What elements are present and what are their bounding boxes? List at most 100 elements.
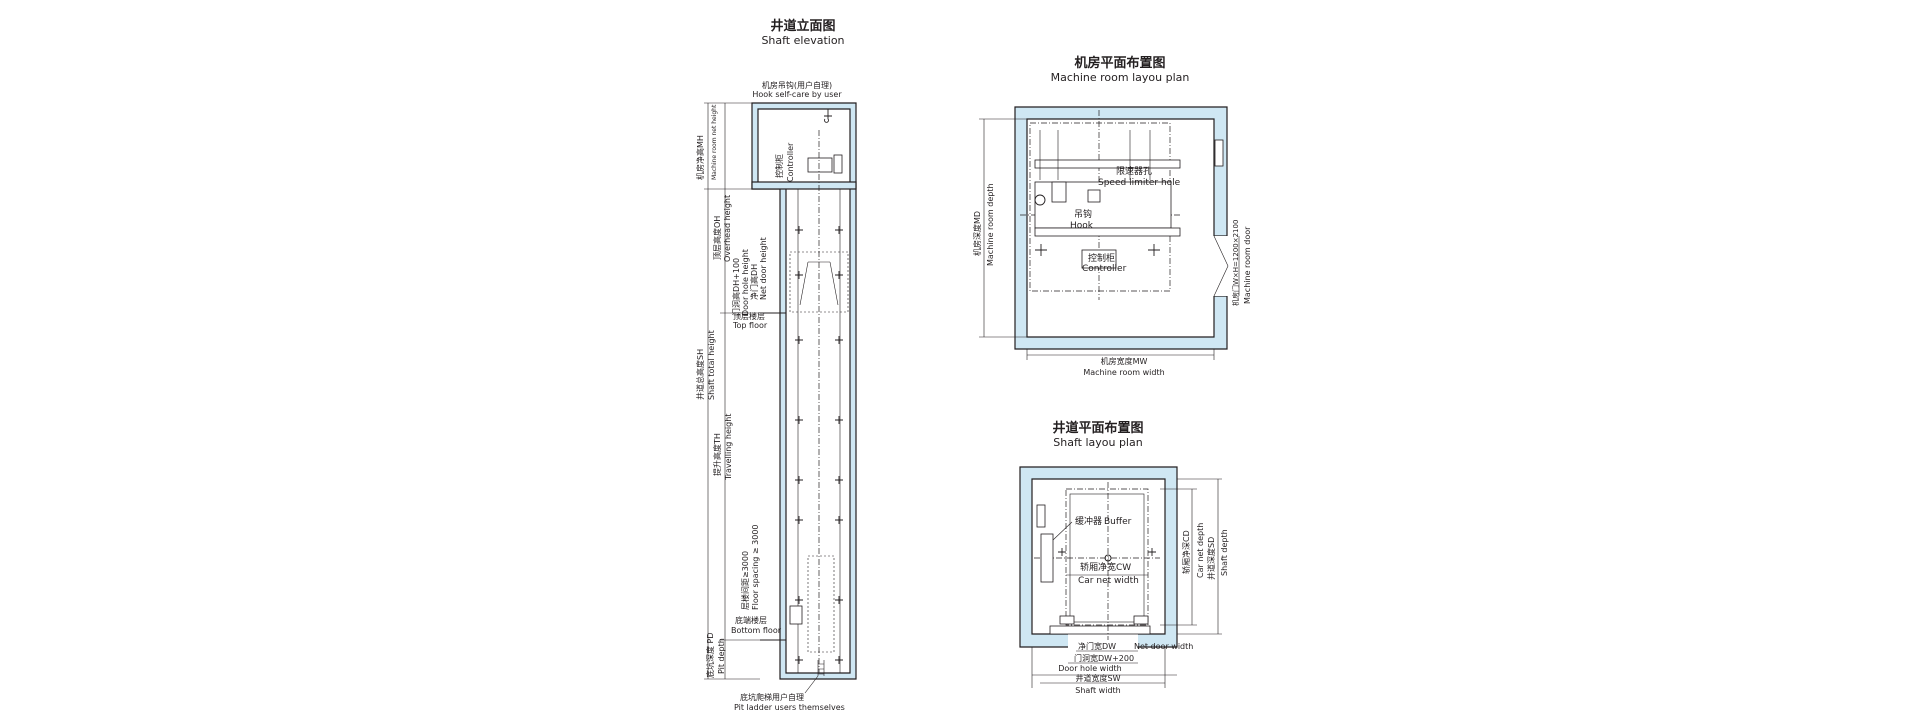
md-en: Machine room depth xyxy=(986,183,995,266)
car-sling xyxy=(799,261,839,306)
mr-hook-en: Hook xyxy=(1070,221,1094,231)
machine-room-floor-slab xyxy=(751,181,857,190)
sh-en: Shaft total height xyxy=(707,330,716,400)
speed-limiter-box xyxy=(1051,181,1067,203)
car-door-left xyxy=(1059,615,1075,625)
th-cn: 提升高度TH xyxy=(712,433,722,476)
anchor-left xyxy=(1035,244,1047,256)
shaft-plan-walls xyxy=(1019,466,1178,648)
sd-en: Shaft depth xyxy=(1220,529,1229,576)
pd-en: Pit depth xyxy=(717,638,726,674)
mr-hook-cn: 吊钩 xyxy=(1074,208,1092,220)
elevation-dimensions xyxy=(704,102,760,680)
top-floor-en: Top floor xyxy=(732,321,768,330)
mh-cn: 机房净高MH xyxy=(695,135,705,180)
mw-cn: 机房宽度MW xyxy=(1101,356,1148,366)
door-sill xyxy=(1049,625,1151,635)
motor-box xyxy=(833,154,843,174)
car-rail-left xyxy=(1058,548,1066,556)
counterweight xyxy=(1040,533,1054,583)
car-door-right xyxy=(1133,615,1149,625)
car-bottom-position xyxy=(807,555,835,653)
speed-limiter-en: Speed limiter hole xyxy=(1098,178,1181,188)
shaft-plan-title-en: Shaft layou plan xyxy=(1053,436,1142,449)
car-center-mark xyxy=(1104,554,1112,562)
buffer-leader xyxy=(1052,521,1073,541)
car-rail-right xyxy=(1148,548,1156,556)
elevation-controller-cn: 控制柜 xyxy=(774,154,784,178)
elevation-title-cn: 井道立面图 xyxy=(770,18,835,34)
machine-room-plan: 机房平面布置图 Machine room layou plan 限速器孔 Spe… xyxy=(972,55,1252,377)
shaft-plan-right-dims xyxy=(1160,478,1222,635)
elevation-title-en: Shaft elevation xyxy=(761,34,844,47)
th-en: Travelling height xyxy=(724,414,733,481)
bottom-floor-en: Bottom floor xyxy=(731,626,782,635)
mr-controller-cn: 控制柜 xyxy=(1088,252,1115,264)
mr-controller-box xyxy=(1081,249,1117,269)
hook-label-en: Hook self-care by user xyxy=(752,90,842,99)
machine-room-title-en: Machine room layou plan xyxy=(1051,71,1190,84)
bottom-floor-cn: 底端楼层 xyxy=(735,615,767,625)
floor-spacing-cn: 层楼间距≥3000 xyxy=(740,551,750,610)
sw-en: Shaft width xyxy=(1075,686,1120,695)
shaft-elevation: 井道立面图 Shaft elevation 机房吊钩(用户自理) Hook se… xyxy=(695,18,857,712)
sw-cn: 井道宽度SW xyxy=(1076,673,1121,683)
speed-limiter-hole xyxy=(1034,194,1046,206)
doorhole-en: Door hole width xyxy=(1058,664,1121,673)
pit-ladder-leader xyxy=(804,675,819,694)
vent-icon xyxy=(1214,139,1224,167)
buffer-en: Buffer xyxy=(1104,517,1132,527)
machine-room-title-cn: 机房平面布置图 xyxy=(1074,55,1165,71)
machine-room-door-swing xyxy=(1213,235,1229,297)
cd-en: Car net depth xyxy=(1196,523,1205,578)
car-top-position xyxy=(789,251,849,313)
net-door-en: Net door height xyxy=(759,237,768,300)
floor-spacing-en: Floor spacing ≥ 3000 xyxy=(751,524,760,610)
anchor-right xyxy=(1148,244,1160,256)
mr-dimensions xyxy=(979,118,1240,360)
hook-icon xyxy=(824,109,832,123)
sh-cn: 井道总高度SH xyxy=(695,349,705,400)
dw-cn: 净门宽DW xyxy=(1078,641,1116,651)
pit-ladder xyxy=(817,660,825,676)
door-hole-en: Door hole height xyxy=(741,249,750,316)
dw-en: Net door width xyxy=(1134,642,1193,651)
cw-cn: 轿厢净宽CW xyxy=(1080,561,1131,573)
mr-controller-en: Controller xyxy=(1082,264,1127,274)
doorhole-cn: 门洞宽DW+200 xyxy=(1074,653,1134,663)
speed-limiter-cn: 限速器孔 xyxy=(1116,166,1152,177)
mr-door-en: Machine room door xyxy=(1243,226,1252,304)
beam-top xyxy=(1034,159,1181,169)
mw-en: Machine room width xyxy=(1083,368,1164,377)
mr-rails xyxy=(1039,130,1151,180)
top-floor-cn: 顶层楼层 xyxy=(733,311,765,321)
buffer-cn: 缓冲器 xyxy=(1075,515,1102,527)
mh-en: Machine room net height xyxy=(711,104,718,180)
shaft-door-gap xyxy=(1068,633,1138,648)
mr-door-cn: 机房门W×H=1200×2100 xyxy=(1231,220,1240,306)
shaft-plan: 井道平面布置图 Shaft layou plan 缓冲器 Buffer 轿厢净宽… xyxy=(1019,420,1229,695)
shaft-plan-title-cn: 井道平面布置图 xyxy=(1052,420,1143,436)
net-door-cn: 净门高DH xyxy=(749,264,759,300)
door-hole-cn: 门洞高DH+100 xyxy=(731,258,741,316)
sd-cn: 井道深度SD xyxy=(1206,537,1216,580)
car-outline xyxy=(1065,488,1149,626)
cd-cn: 轿厢净深CD xyxy=(1181,530,1191,574)
buffer-box xyxy=(789,605,803,625)
machine-room-door-gap xyxy=(1213,236,1228,296)
elevation-controller-en: Controller xyxy=(786,142,795,182)
md-cn: 机房深度MD xyxy=(972,211,982,256)
cw-en: Car net width xyxy=(1078,576,1139,586)
pit-ladder-cn: 底坑爬梯用户自理 xyxy=(740,692,804,702)
pit-ladder-en: Pit ladder users themselves xyxy=(734,703,845,712)
shaft-plan-bottom-dims xyxy=(1031,647,1177,688)
pd-cn: 底坑深度 PD xyxy=(705,632,715,678)
hook-label-cn: 机房吊钩(用户自理) xyxy=(762,80,832,90)
hook-box xyxy=(1087,189,1101,203)
machine-box xyxy=(807,157,833,173)
beam-bottom xyxy=(1034,227,1181,237)
cw-rail xyxy=(1036,504,1046,528)
oh-cn: 顶层高度OH xyxy=(712,216,722,260)
oh-en: Overhead height xyxy=(723,195,732,262)
